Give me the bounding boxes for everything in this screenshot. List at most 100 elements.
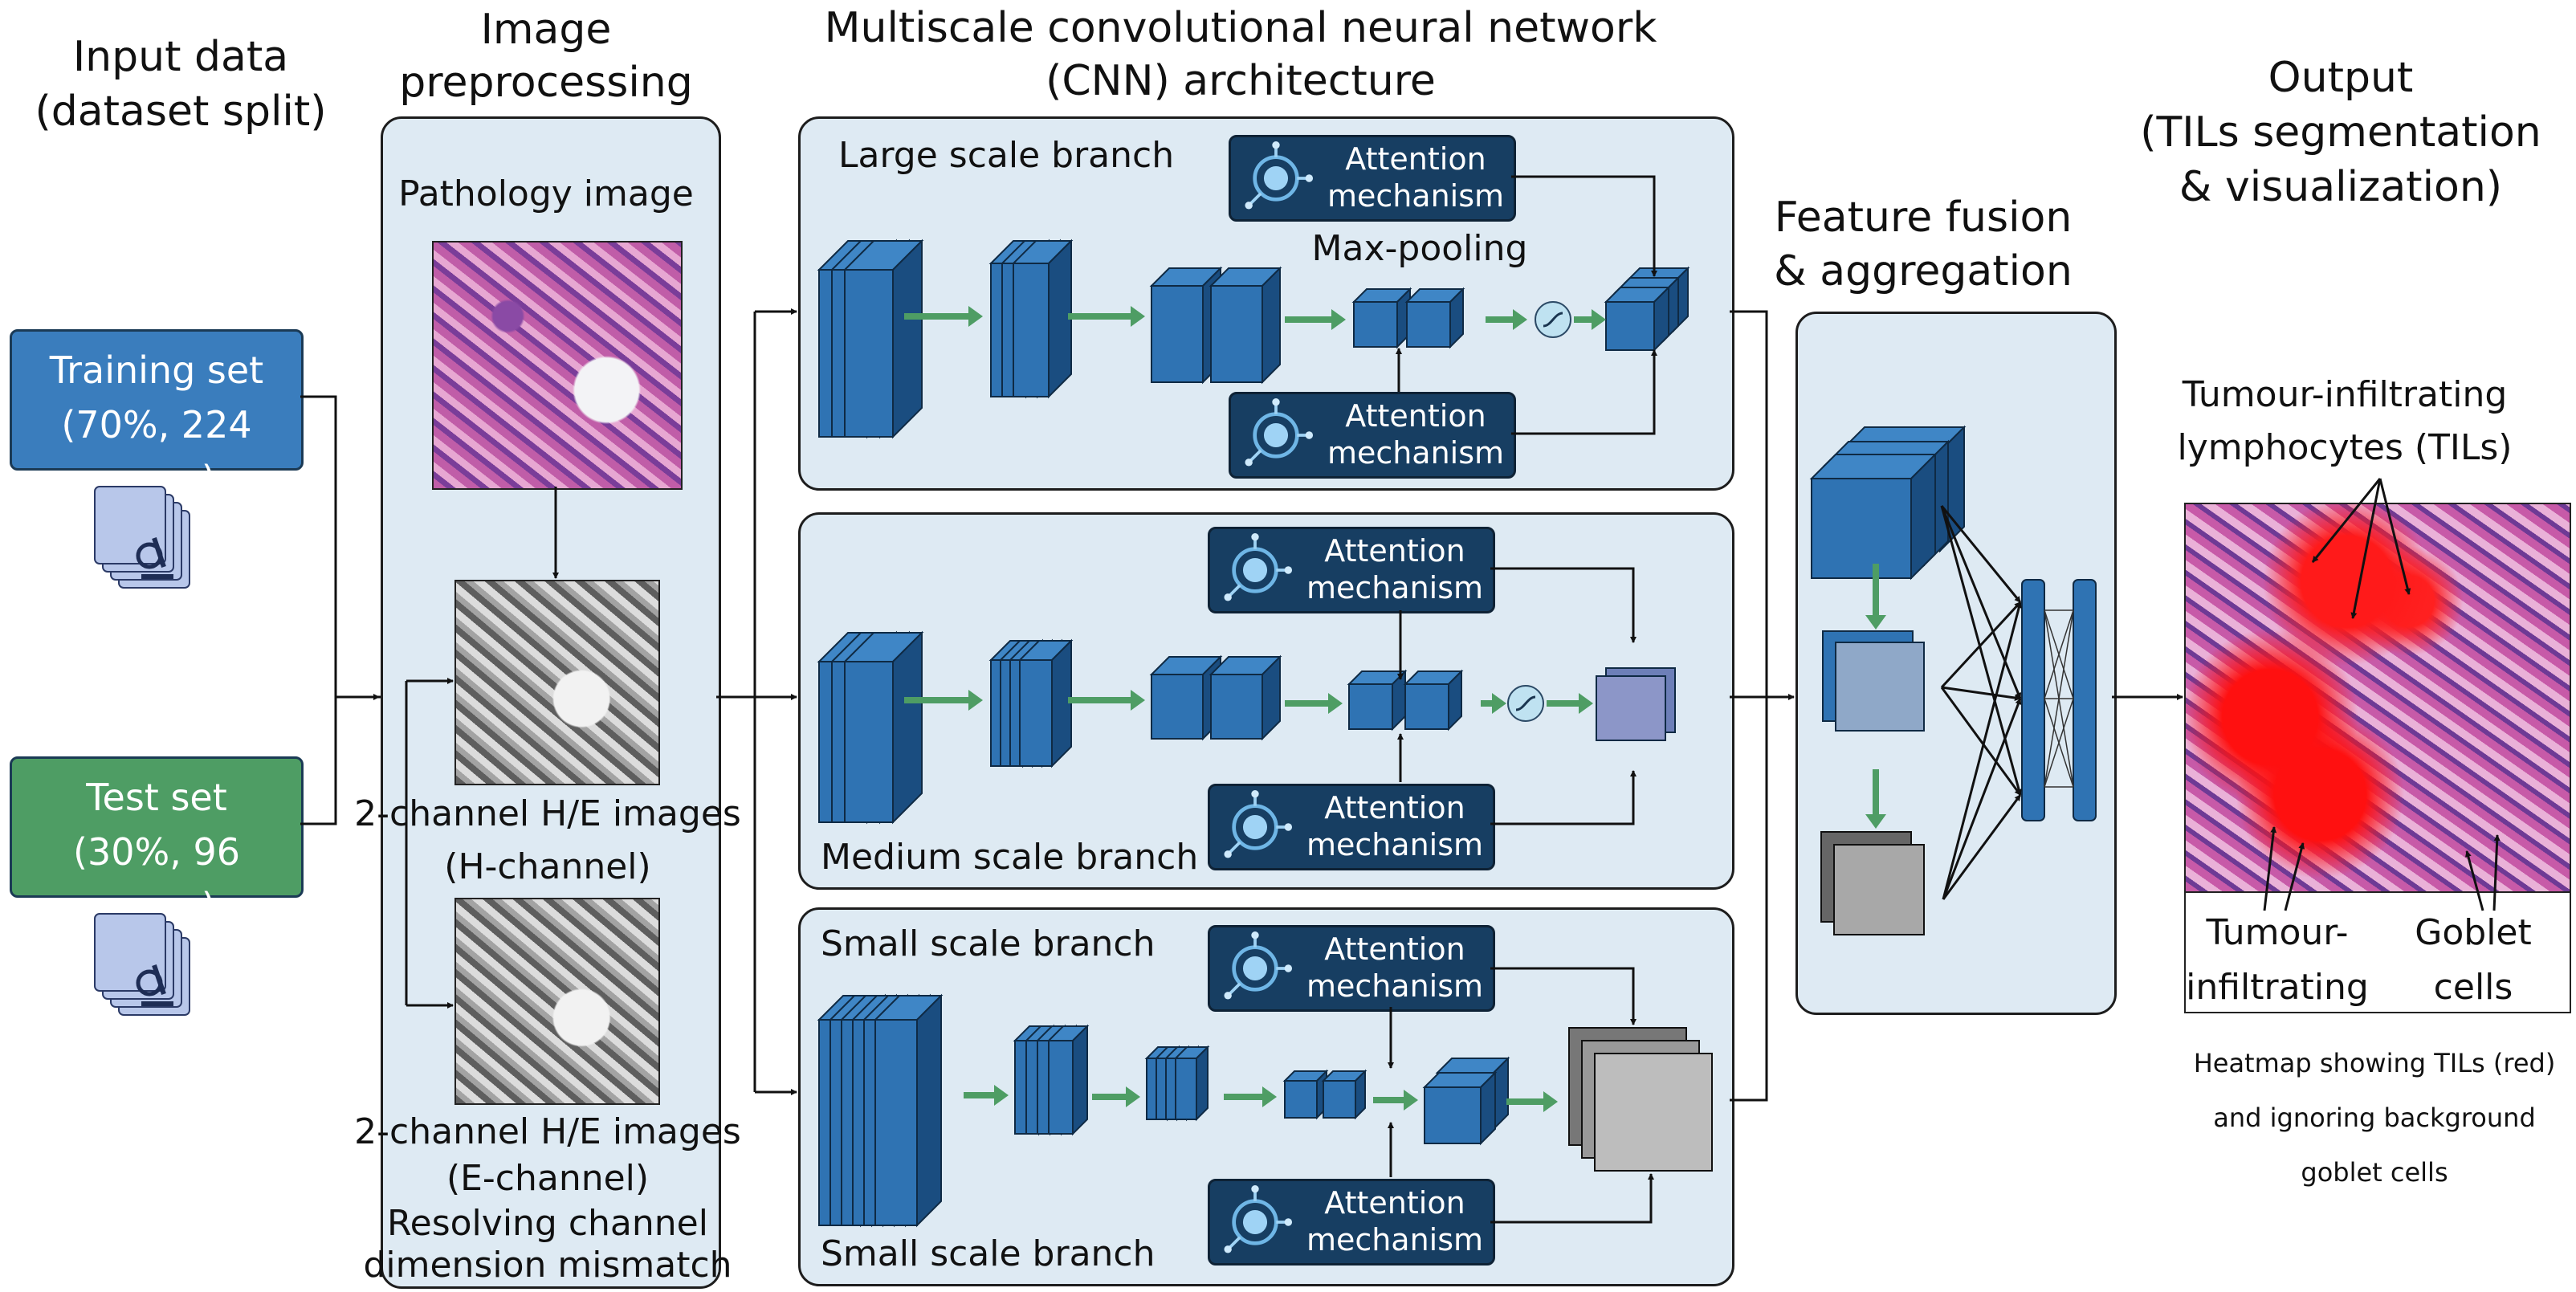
test-set-box: Test set (30%, 96 cases) (10, 756, 304, 928)
header-preprocessing-line2: preprocessing (399, 59, 693, 107)
fusion-dense-layer-2 (2073, 579, 2097, 821)
pathology-image-label: Pathology image (398, 173, 694, 214)
fusion-dense-layer-1 (2021, 579, 2045, 821)
attention-icon (1245, 397, 1314, 467)
medium-arrow-5-head (1579, 693, 1593, 714)
small-pool-a (1284, 1080, 1318, 1119)
tumour-pointer-1 (2263, 826, 2277, 911)
small-arrow-2-head (1126, 1086, 1140, 1107)
goblet-label-line2: cells (2433, 967, 2513, 1008)
medium-conv1-layer (844, 661, 894, 823)
large-arrow-5-head (1592, 309, 1606, 330)
header-cnn-line2: (CNN) architecture (1045, 57, 1436, 105)
large-attn-top-connector (1511, 175, 1657, 277)
fusion-edge-2-2 (1942, 794, 2022, 900)
small-branch-label-bottom: Small scale branch (821, 1233, 1156, 1274)
large-arrow-1-head (968, 306, 983, 327)
h-channel-caption-line1: 2-channel H/E images (354, 793, 741, 834)
fusion-green-arrow-2-head (1865, 814, 1886, 829)
medium-pool-a (1348, 683, 1393, 730)
goblet-label-line1: Goblet (2415, 912, 2532, 953)
h-channel-caption-line2: (H-channel) (444, 846, 651, 887)
small-arrow-4-head (1404, 1090, 1418, 1111)
large-arrow-3-head (1331, 309, 1346, 330)
tils-pointer-3 (2378, 478, 2411, 595)
large-arrow-2-head (1131, 306, 1145, 327)
small-arrow-5-head (1543, 1091, 1558, 1112)
attention-label-line1: Attention (1345, 141, 1486, 177)
header-output-line1: Output (2268, 54, 2414, 102)
fusion-edge-2-1 (1942, 698, 2022, 900)
training-set-title: Training set (49, 348, 264, 392)
small-conv1-layer (874, 1019, 918, 1226)
attention-label-line1: Attention (1324, 790, 1465, 825)
test-connector (300, 697, 337, 825)
large-arrow-4-head (1513, 309, 1527, 330)
attention-label-line1: Attention (1324, 931, 1465, 967)
large-conv3b-side (1262, 266, 1281, 385)
large-conv2-layer-side (1048, 238, 1072, 399)
small-output-image (1594, 1053, 1713, 1172)
training-connector (300, 395, 381, 699)
attention-label-line1: Attention (1324, 1185, 1465, 1221)
medium-arrow-4-head (1492, 693, 1506, 714)
large-pool-b (1406, 301, 1451, 348)
attention-label-line1: Attention (1324, 533, 1465, 569)
medium-conv3a (1151, 674, 1204, 740)
medium-arrow-1-head (968, 690, 983, 711)
small-conv3-layer (1175, 1058, 1197, 1120)
large-conv1-layer (844, 269, 894, 438)
large-pool-a (1353, 301, 1398, 348)
small-attn-bottom-connector (1490, 1173, 1654, 1224)
attention-label-line2: mechanism (1306, 570, 1484, 605)
pathology-image (432, 241, 683, 490)
attention-icon (1224, 1184, 1293, 1253)
medium-sigmoid-curve (1515, 695, 1536, 711)
microscope-icon-training-card (94, 486, 166, 564)
microscope-icon-training-arm (152, 537, 166, 568)
heatmap-caption-line1: Heatmap showing TILs (red) (2193, 1048, 2556, 1078)
fusion-edge-0-2 (1940, 505, 2023, 796)
attention-label-line2: mechanism (1306, 1222, 1484, 1257)
microscope-icon-test-card (94, 913, 166, 992)
medium-branch-label: Medium scale branch (821, 837, 1199, 878)
attention-label-line2: mechanism (1306, 827, 1484, 862)
medium-attn-top-connector (1490, 567, 1636, 643)
fusion-edge-1-2 (1940, 687, 2022, 796)
attention-icon (1224, 532, 1293, 601)
fusion-edge-0-1 (1940, 505, 2022, 699)
fusion-edge-1-0 (1940, 601, 2022, 689)
large-conv3a (1151, 285, 1204, 383)
tumour-pointer-2 (2284, 842, 2305, 911)
tils-label-line1: Tumour-infiltrating (2182, 374, 2508, 415)
small-conv3-layer-side (1196, 1045, 1209, 1122)
attention-label-line2: mechanism (1306, 968, 1484, 1004)
header-fusion-line2: & aggregation (1774, 247, 2073, 295)
attention-label-line2: mechanism (1327, 435, 1505, 471)
large-branch-label: Large scale branch (838, 135, 1175, 176)
attention-label-line1: Attention (1345, 398, 1486, 434)
fusion-mid-front (1835, 642, 1925, 732)
e-channel-image (454, 898, 660, 1105)
attention-icon (1245, 141, 1314, 210)
mismatch-note-line2: dimension mismatch (363, 1245, 732, 1286)
large-attn-bottom-connector (1511, 349, 1657, 435)
header-input-line2: (dataset split) (35, 88, 327, 136)
heatmap-caption-line3: goblet cells (2301, 1157, 2448, 1188)
maxpool-label: Max-pooling (1311, 228, 1528, 269)
mismatch-note-line1: Resolving channel (387, 1203, 708, 1244)
small-arrow-1-head (994, 1085, 1009, 1106)
small-conv1-layer-side (916, 993, 942, 1228)
tumour-label-line2: infiltrating (2186, 967, 2369, 1008)
large-conv2-layer (1013, 263, 1050, 397)
small-feature-a (1424, 1086, 1482, 1144)
tils-label-line2: lymphocytes (TILs) (2177, 427, 2513, 468)
tils-pointer-1 (2311, 478, 2382, 563)
large-output-a (1605, 301, 1655, 351)
attention-label-line2: mechanism (1327, 178, 1505, 214)
